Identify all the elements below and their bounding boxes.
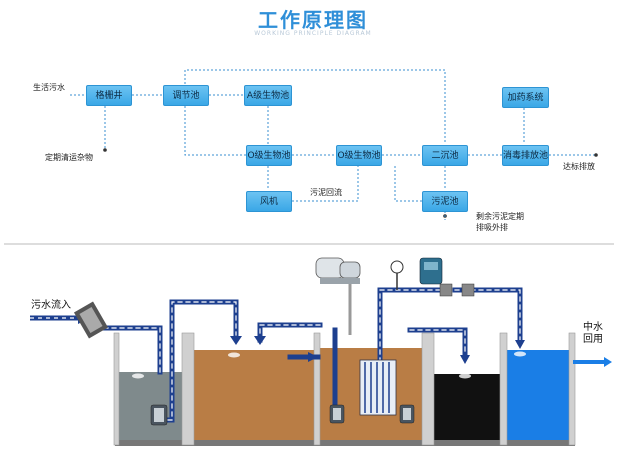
tank-anoxic-water [194,350,316,440]
label-remaining-sludge-line1: 剩余污泥定期 [476,212,524,221]
arrow-return-in [254,336,266,345]
pipe-inflow [101,325,163,375]
label-reuse-line1: 中水 [583,322,603,333]
pump-valve-assembly [390,257,475,297]
grille-screen-device [73,301,109,339]
section-divider [4,243,614,245]
box-regulating: 调节池 [163,85,209,106]
arrow-clean-in [515,340,525,349]
pipe-return-anoxic [257,322,323,343]
box-blower: 风机 [246,191,292,212]
label-sewage-inflow: 污水流入 [31,300,71,311]
arrow-overflow [308,352,318,362]
box-sludge: 污泥池 [422,191,468,212]
label-sewage: 生活污水 [33,83,65,92]
label-discharge: 达标排放 [563,162,595,171]
wall-1 [113,332,120,446]
wall-4 [421,332,435,446]
box-o-bio-2: O级生物池 [336,145,382,166]
box-a-bio: A级生物池 [244,85,292,106]
bubble-3 [459,373,471,379]
flow-connectors [70,69,598,220]
diagram-subtitle: WORKING PRINCIPLE DIAGRAM [254,30,372,37]
label-reuse-line2: 回用 [583,334,603,345]
tank-sedimentation-water [434,374,500,440]
box-secondary: 二沉池 [422,145,468,166]
bubble-1 [132,373,144,379]
diagram-title: 工作原理图 [258,8,368,32]
wall-5 [499,332,508,446]
connector-sludge-return [394,166,422,202]
wall-2 [181,332,195,446]
box-grille: 格栅井 [86,85,132,106]
membrane-module [359,359,397,416]
arrow-outlet [604,357,612,367]
label-reuse: 中水 回用 [583,322,603,346]
tank-clean-water [507,350,569,440]
arrow-sediment-in [460,355,470,364]
blower-unit [315,257,361,335]
box-disinfect: 消毒排放池 [502,145,549,166]
arrow-anoxic-in [230,336,242,345]
box-o-bio-1: O级生物池 [246,145,292,166]
connector-bypass [184,69,446,144]
wall-6 [568,332,576,446]
connector-regulating-obio1 [184,106,246,156]
bubble-2 [228,352,240,358]
label-sludge-return: 污泥回流 [310,188,342,197]
plant-floor [115,440,575,446]
wall-3 [313,332,321,446]
box-dosing: 加药系统 [502,87,549,108]
connector-blower-obio2 [292,166,359,202]
label-debris: 定期清运杂物 [45,153,93,162]
label-remaining-sludge-line2: 排吸外排 [476,223,508,232]
label-remaining-sludge: 剩余污泥定期 排吸外排 [476,211,524,233]
bubble-4 [514,351,526,357]
